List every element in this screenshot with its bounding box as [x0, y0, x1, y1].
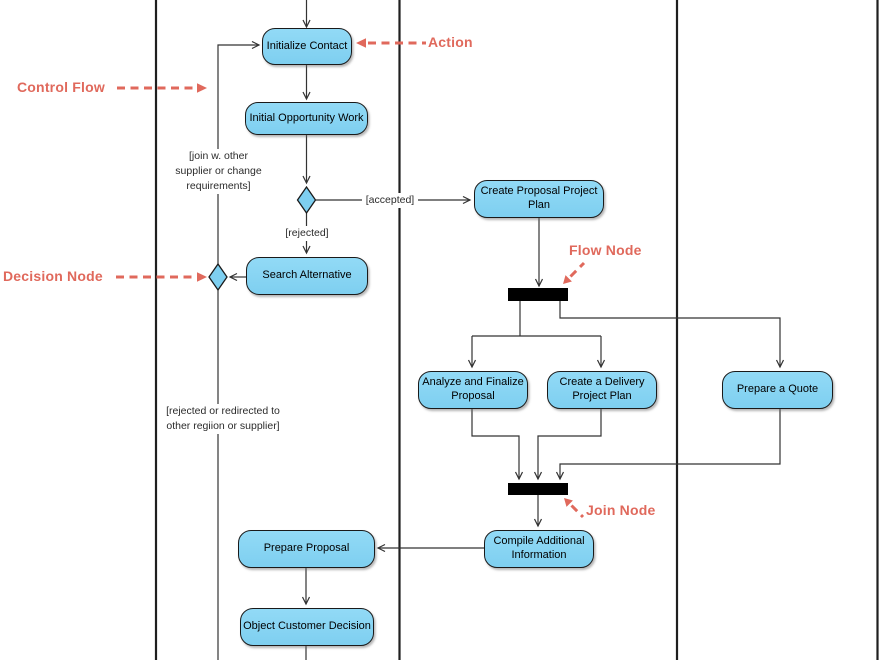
action-node-label: Prepare Proposal	[263, 542, 350, 555]
action-node-object-customer-decision[interactable]: Object Customer Decision	[240, 608, 374, 646]
action-node-label: Compile Additional Information	[493, 535, 585, 561]
action-node-create-proposal-project-plan[interactable]: Create Proposal Project Plan	[474, 180, 604, 218]
action-node-search-alternative[interactable]: Search Alternative	[246, 257, 368, 295]
fork-bar[interactable]	[508, 288, 568, 301]
action-node-label: Object Customer Decision	[243, 620, 371, 633]
annotation-label-flow-node: Flow Node	[569, 242, 642, 258]
action-node-prepare-proposal[interactable]: Prepare Proposal	[238, 530, 375, 568]
action-node-prepare-a-quote[interactable]: Prepare a Quote	[722, 371, 833, 409]
annotation-label-action: Action	[428, 34, 473, 50]
join-node-annotation-arrow	[570, 504, 585, 519]
guard-label-rejected: [rejected]	[281, 226, 333, 241]
decision-diamond-main[interactable]	[208, 262, 228, 292]
action-node-analyze-and-finalize-proposal[interactable]: Analyze and Finalize Proposal	[418, 371, 528, 409]
flow-edge-analyze-to-join	[471, 409, 519, 479]
action-node-compile-additional-information[interactable]: Compile Additional Information	[484, 530, 594, 568]
annotation-label-control-flow: Control Flow	[17, 79, 105, 95]
action-node-initial-opportunity-work[interactable]: Initial Opportunity Work	[245, 102, 368, 135]
decision-node-annotation-arrowhead	[197, 272, 207, 282]
action-node-initialize-contact[interactable]: Initialize Contact	[262, 28, 352, 65]
annotation-label-join-node: Join Node	[586, 502, 656, 518]
action-node-create-a-delivery-project-plan[interactable]: Create a Delivery Project Plan	[547, 371, 657, 409]
action-node-label: Initial Opportunity Work	[249, 111, 364, 124]
action-node-label: Prepare a Quote	[736, 383, 819, 396]
flow-edge-quote-to-join	[560, 409, 781, 479]
annotation-label-decision-node: Decision Node	[3, 268, 103, 284]
decision-diamond-accept-reject[interactable]	[296, 185, 317, 215]
action-node-label: Create a Delivery Project Plan	[559, 376, 645, 402]
flow-edge-delivery-to-join	[538, 409, 602, 479]
guard-label-join-w-other: [join w. other supplier or change requir…	[170, 149, 267, 194]
guard-label-rejected-or-redirected: [rejected or redirected to other regiion…	[164, 404, 282, 434]
action-node-label: Create Proposal Project Plan	[480, 185, 598, 211]
join-bar[interactable]	[508, 483, 568, 495]
guard-label-accepted: [accepted]	[362, 193, 418, 208]
action-node-label: Initialize Contact	[266, 39, 348, 52]
action-node-label: Search Alternative	[262, 269, 352, 282]
action-annotation-arrowhead	[356, 38, 366, 48]
action-node-label: Analyze and Finalize Proposal	[422, 376, 524, 402]
join-node-annotation-arrowhead	[564, 498, 573, 507]
control-flow-annotation-arrowhead	[197, 83, 207, 93]
flow-edge-fork-to-quote	[559, 300, 780, 367]
flow-node-annotation-arrow	[569, 261, 586, 278]
flow-node-annotation-arrowhead	[563, 275, 572, 284]
